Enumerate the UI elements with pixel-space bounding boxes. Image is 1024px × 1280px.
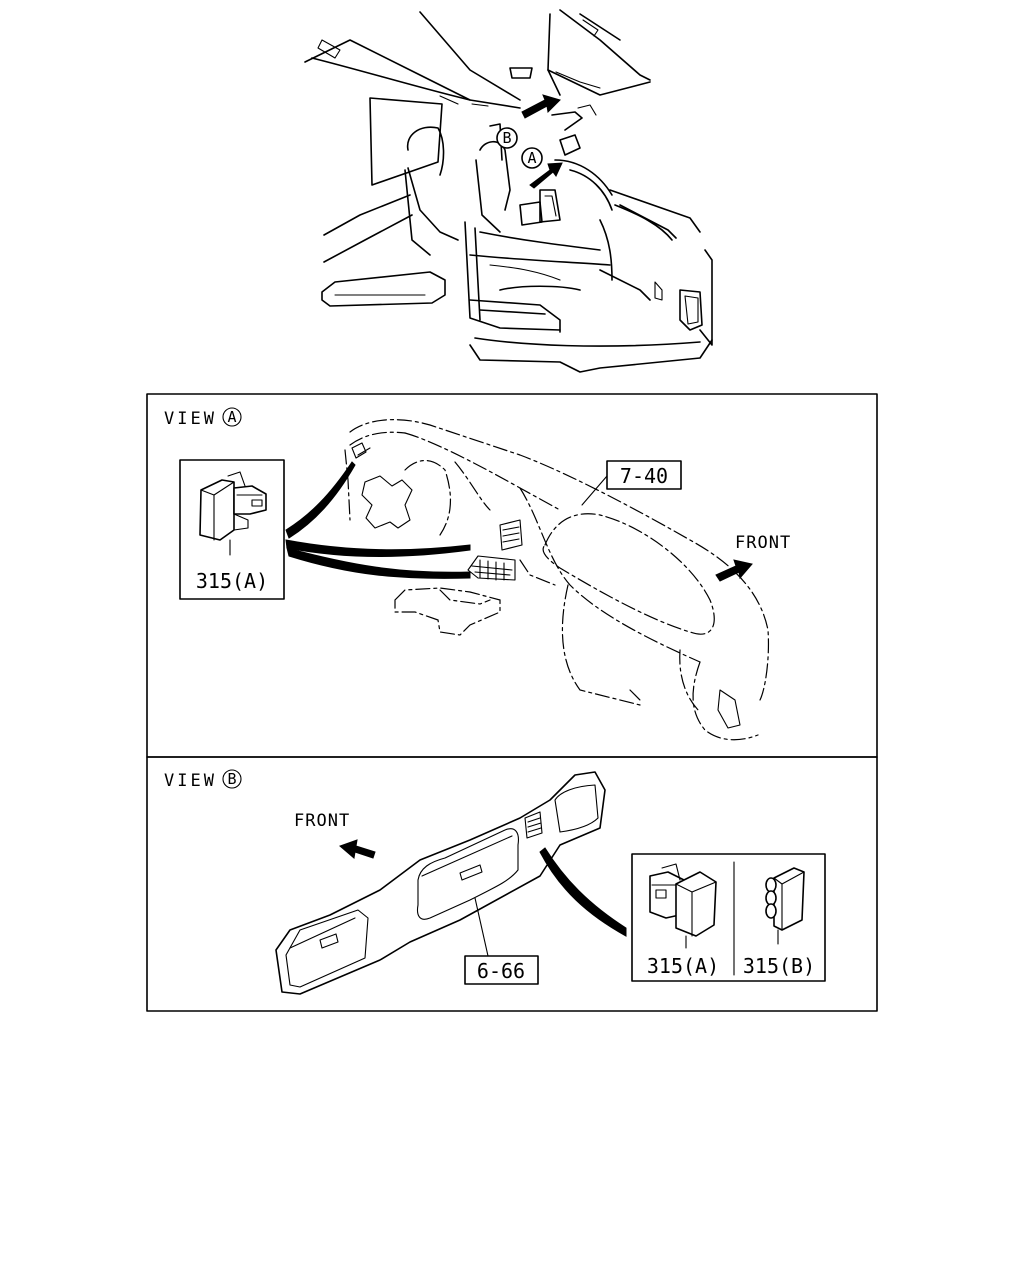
leader-wedge-middle: [285, 539, 471, 557]
cab-interior-illustration: B A: [304, 9, 713, 373]
view-b-letter-circle: [222, 769, 242, 789]
view-a-letter: A: [227, 408, 236, 426]
callout-circle-b: [496, 127, 518, 149]
leader-wedge-upper: [285, 461, 356, 539]
ref-box-dash: [606, 460, 682, 490]
instrument-panel-illustration: [344, 419, 770, 741]
ref-dash-label: 7-40: [620, 464, 668, 488]
leader-wedge-view-b: [539, 847, 627, 937]
callout-circle-a: [521, 147, 543, 169]
ref-console-label: 6-66: [477, 959, 525, 983]
switch-a-label-view-b: 315(A): [647, 954, 719, 978]
ref-box-console: [464, 955, 539, 985]
view-b-title: VIEW: [164, 771, 217, 791]
view-a-letter-circle: [222, 407, 242, 427]
switch-a-icon-view-b: [649, 863, 717, 949]
front-arrow-icon-view-a: [715, 559, 753, 582]
switch-a-icon: [199, 471, 267, 556]
front-label-view-a: FRONT: [735, 533, 791, 553]
callout-a-label: A: [527, 149, 536, 167]
view-b-panel: [146, 756, 878, 1012]
switch-inset-view-b: [631, 853, 826, 982]
switch-b-label-view-b: 315(B): [743, 954, 815, 978]
console-panel-illustration: [275, 771, 606, 995]
ref-dash-leader: [581, 475, 608, 506]
leader-wedge-lower: [286, 547, 471, 579]
view-b-letter: B: [227, 770, 236, 788]
front-arrow-icon-view-b: [339, 839, 376, 859]
view-a-title: VIEW: [164, 409, 217, 429]
switch-a-label-view-a: 315(A): [196, 569, 268, 593]
callout-b-label: B: [502, 129, 511, 147]
ref-console-leader: [474, 897, 489, 957]
switch-a-inset-view-a: [179, 459, 285, 600]
switch-b-icon: [765, 867, 805, 945]
front-label-view-b: FRONT: [294, 811, 350, 831]
